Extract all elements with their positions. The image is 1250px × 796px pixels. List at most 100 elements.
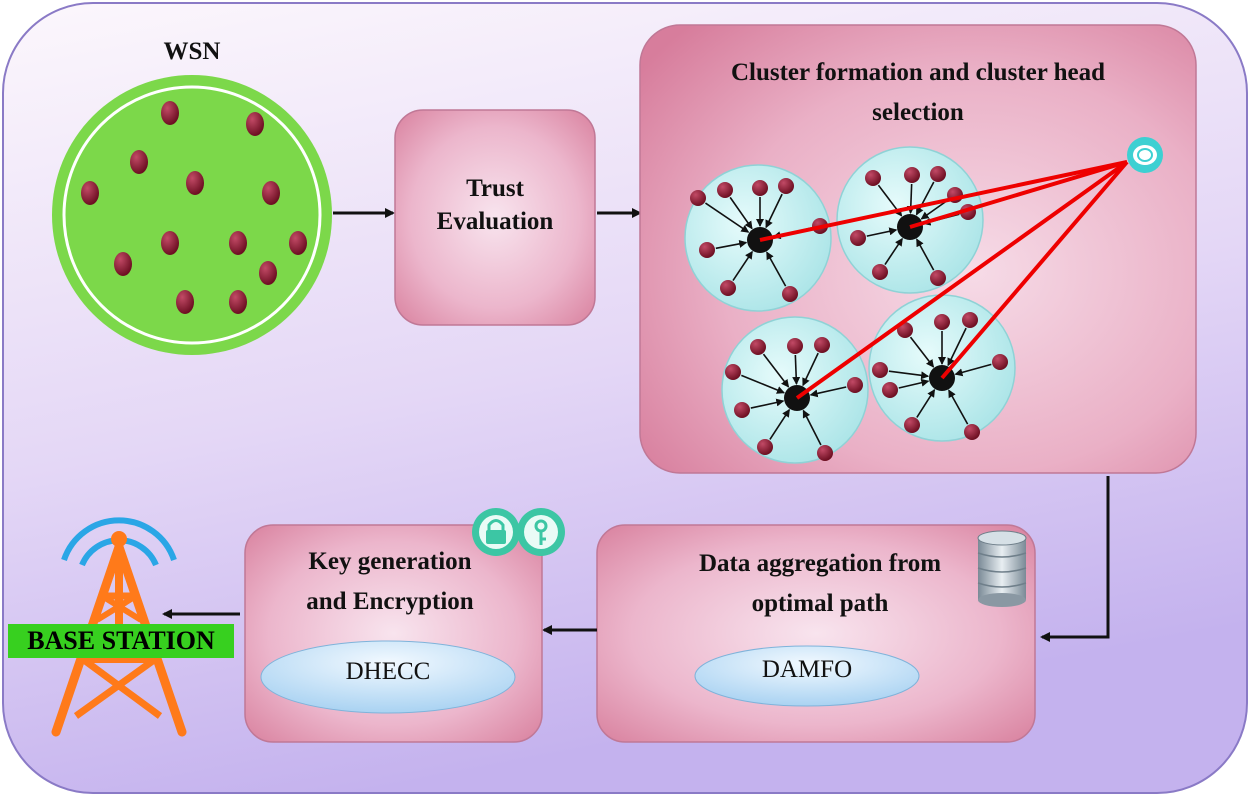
damfo-label: DAMFO: [761, 656, 853, 683]
member-link: [915, 181, 935, 216]
member-link: [888, 370, 930, 380]
member-link: [866, 227, 898, 237]
sensor-node: [161, 101, 179, 125]
sensor-node: [186, 171, 204, 195]
sensor-node: [114, 252, 132, 276]
member-node: [850, 230, 866, 246]
member-node: [872, 264, 888, 280]
member-link: [809, 386, 847, 398]
member-link: [705, 202, 750, 233]
member-link: [916, 238, 935, 271]
member-node: [962, 312, 978, 328]
member-node: [690, 190, 706, 206]
aggregation-line1: Data aggregation from: [698, 550, 942, 577]
data-aggregation-label: Data aggregation from optimal path: [640, 544, 1000, 624]
dhecc-oval: [260, 640, 516, 714]
wsn-network: [52, 75, 332, 355]
member-node: [964, 424, 980, 440]
member-link: [916, 388, 936, 418]
member-node: [750, 339, 766, 355]
head-to-sink-link: [909, 160, 1128, 229]
member-link: [769, 408, 791, 440]
member-link: [948, 389, 969, 425]
sensor-node: [246, 112, 264, 136]
lock-icon: [472, 508, 520, 556]
sensor-node: [161, 231, 179, 255]
head-to-sink-link: [759, 160, 1128, 242]
sensor-node: [289, 231, 307, 255]
cluster: [721, 316, 869, 464]
member-node: [904, 417, 920, 433]
member-link: [802, 352, 819, 387]
key-generation-label: Key generation and Encryption: [265, 542, 515, 622]
wsn-title: WSN: [163, 38, 221, 65]
member-link: [954, 363, 992, 377]
member-link: [715, 239, 748, 250]
key-icon: [517, 508, 565, 556]
sensor-node: [259, 261, 277, 285]
member-link: [792, 354, 801, 386]
sensor-node: [81, 181, 99, 205]
member-link: [765, 193, 783, 229]
member-link: [762, 353, 790, 388]
cluster-head-links: [759, 160, 1129, 400]
wsn-sensor-nodes: [81, 101, 307, 314]
arrow-cluster-to-aggregation: [1040, 476, 1110, 642]
member-node: [720, 280, 736, 296]
member-node: [814, 337, 830, 353]
member-node: [734, 402, 750, 418]
cluster: [684, 164, 832, 312]
sensor-node: [262, 181, 280, 205]
member-node: [904, 167, 920, 183]
member-node: [992, 354, 1008, 370]
member-link: [729, 196, 753, 230]
dhecc-label: DHECC: [345, 658, 431, 685]
sensor-node: [130, 150, 148, 174]
member-link: [884, 237, 903, 265]
member-node: [782, 286, 798, 302]
member-node: [778, 178, 794, 194]
keygen-line2: and Encryption: [306, 588, 474, 615]
head-to-sink-link: [940, 160, 1129, 380]
cluster-line2: selection: [872, 99, 964, 126]
cluster: [868, 294, 1016, 442]
sensor-node: [176, 290, 194, 314]
database-icon: [977, 530, 1027, 607]
trust-evaluation-label: Trust Evaluation: [395, 173, 595, 238]
cluster: [836, 146, 984, 294]
member-link: [766, 251, 787, 287]
member-link: [732, 250, 753, 281]
cluster-formation-label: Cluster formation and cluster head selec…: [650, 53, 1186, 133]
member-node: [717, 182, 733, 198]
cluster-line1: Cluster formation and cluster head: [730, 59, 1106, 86]
member-node: [847, 377, 863, 393]
keygen-line1: Key generation: [308, 548, 472, 575]
trust-line1: Trust: [466, 175, 524, 202]
aggregation-line2: optimal path: [751, 590, 889, 617]
member-link: [741, 374, 785, 394]
sensor-node: [229, 231, 247, 255]
sink-node-icon: [1127, 137, 1163, 173]
trust-line2: Evaluation: [436, 207, 554, 235]
member-link: [909, 336, 935, 368]
member-node: [865, 170, 881, 186]
member-node: [930, 166, 946, 182]
member-link: [947, 327, 967, 367]
clusters-group: [684, 146, 1016, 464]
member-node: [725, 364, 741, 380]
member-link: [920, 199, 949, 220]
member-node: [930, 270, 946, 286]
member-node: [757, 439, 773, 455]
member-node: [752, 180, 768, 196]
member-node: [817, 445, 833, 461]
member-node: [787, 338, 803, 354]
member-node: [934, 314, 950, 330]
trust-evaluation-box: [394, 109, 596, 326]
member-link: [898, 378, 930, 389]
sensor-node: [229, 290, 247, 314]
damfo-oval: [694, 645, 920, 707]
head-to-sink-link: [795, 160, 1129, 400]
member-link: [750, 398, 785, 409]
member-link: [802, 409, 822, 446]
